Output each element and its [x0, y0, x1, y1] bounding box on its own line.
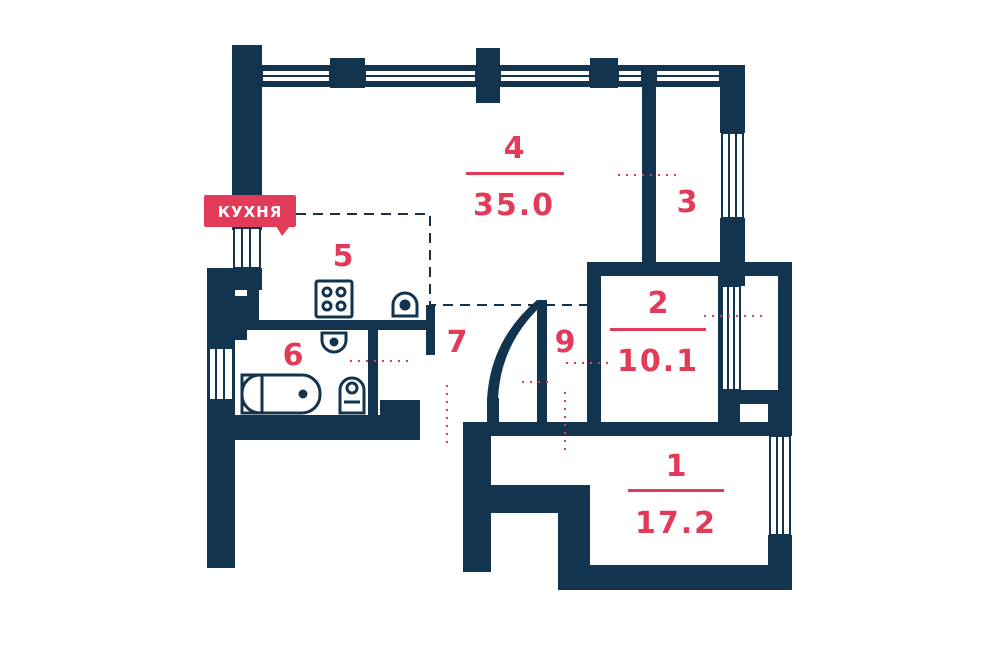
- stove-icon: [314, 279, 354, 319]
- wall-closet9-right: [537, 300, 547, 425]
- windows: [208, 69, 791, 536]
- wall-balcony-right: [778, 262, 792, 404]
- kitchen-tag: КУХНЯ: [204, 195, 296, 236]
- wall-top-bump-1: [330, 58, 365, 88]
- room-4-label: 4 35.0: [466, 131, 564, 223]
- zone-lines: [296, 174, 764, 455]
- wall-stub-7: [426, 305, 435, 355]
- room-3-number: 3: [677, 185, 698, 220]
- wall-room2-left: [587, 262, 601, 430]
- wall-hall-left: [463, 422, 491, 572]
- window-right-mid: [721, 285, 741, 391]
- wall-top-bump-3: [590, 58, 618, 88]
- wall-top-bump-2: [476, 48, 500, 103]
- kitchen-tag-label: КУХНЯ: [218, 203, 283, 221]
- sink-icon: [320, 331, 348, 354]
- window-bath: [208, 347, 234, 401]
- room-number: 1: [666, 449, 687, 484]
- room-area: 17.2: [635, 506, 717, 541]
- wall-kitchen-bottom: [247, 320, 427, 330]
- room-6-number: 6: [283, 338, 304, 373]
- wall-bottom: [558, 565, 792, 590]
- wall-bath-right: [368, 320, 378, 415]
- wall-closet9-stub: [487, 398, 499, 424]
- wall-room2-top: [587, 262, 792, 276]
- room-number: 2: [648, 286, 669, 321]
- wall-balcony-bottom: [740, 390, 792, 404]
- room-9-number: 9: [555, 325, 576, 360]
- window-kitchen: [233, 227, 261, 269]
- wall-bath-right-notch: [380, 400, 420, 440]
- wall-hall-notch: [490, 485, 590, 513]
- wall-partition-3: [642, 85, 656, 265]
- wall-right-upper: [720, 65, 745, 133]
- window-right-bottom: [769, 435, 791, 536]
- boiler-icon: [391, 291, 419, 318]
- room-area: 35.0: [473, 188, 555, 223]
- room-5-number: 5: [333, 239, 354, 274]
- wall-hall-top: [463, 422, 773, 436]
- bathtub-icon: [240, 373, 322, 415]
- toilet-icon: [338, 376, 366, 415]
- door-arc: [487, 300, 541, 400]
- window-right-top: [721, 132, 744, 219]
- room-7-number: 7: [447, 325, 468, 360]
- room-1-label: 1 17.2: [628, 449, 724, 541]
- room-number: 4: [504, 131, 525, 166]
- kitchen-zone-dash: [296, 213, 587, 306]
- room-2-label: 2 10.1: [610, 286, 706, 379]
- wall-bath-left-inner: [235, 296, 247, 340]
- walls: [207, 45, 792, 590]
- room-area: 10.1: [617, 344, 699, 379]
